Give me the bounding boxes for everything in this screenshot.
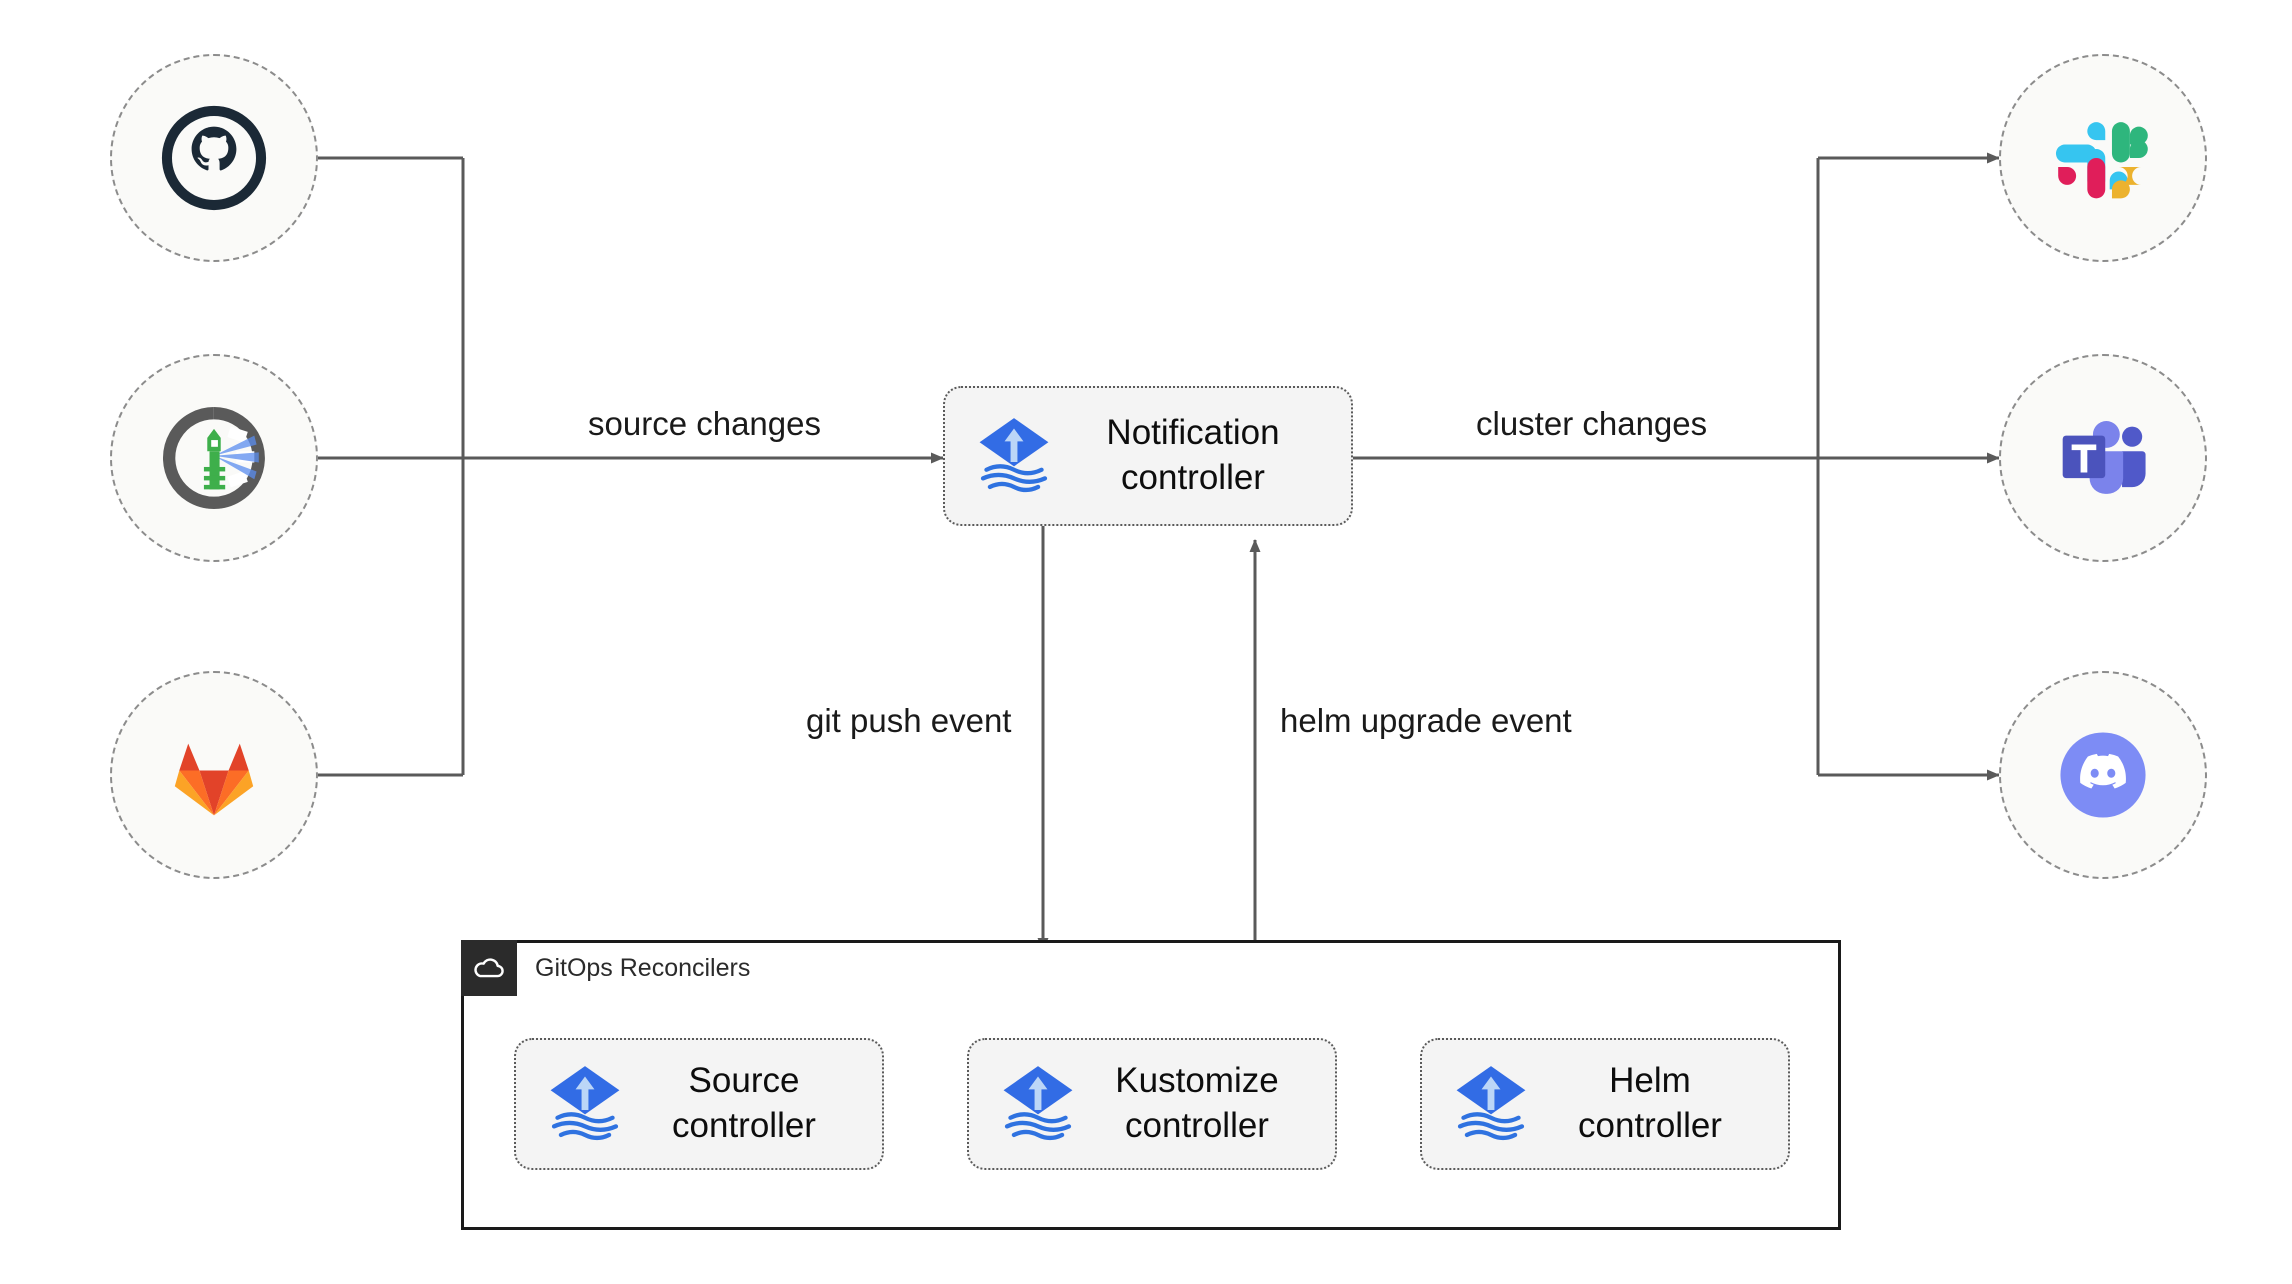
destination-node-ms-teams[interactable] — [1999, 354, 2207, 562]
flux-icon — [1456, 1066, 1526, 1141]
edge-label-git-push-event: git push event — [796, 700, 1022, 742]
notification-controller-node[interactable]: Notification controller — [943, 386, 1353, 526]
source-node-gitlab[interactable] — [110, 671, 318, 879]
kustomize-controller-node[interactable]: Kustomize controller — [967, 1038, 1337, 1170]
edge-label-helm-upgrade-event: helm upgrade event — [1270, 700, 1582, 742]
cloud-icon — [474, 958, 504, 978]
slack-icon — [2055, 122, 2148, 199]
destination-node-discord[interactable] — [1999, 671, 2207, 879]
source-node-github[interactable] — [110, 54, 318, 262]
edge-label-source-changes: source changes — [578, 403, 831, 445]
kustomize-controller-label: Kustomize controller — [1115, 1061, 1279, 1145]
discord-icon — [2060, 732, 2146, 818]
source-controller-label: Source controller — [672, 1061, 816, 1145]
gitops-reconcilers-header: GitOps Reconcilers — [461, 940, 750, 996]
gitlab-icon — [174, 743, 254, 816]
flux-icon — [550, 1066, 620, 1141]
source-node-lighthouse[interactable] — [110, 354, 318, 562]
github-icon — [161, 105, 267, 211]
lighthouse-icon — [163, 407, 265, 509]
destination-node-slack[interactable] — [1999, 54, 2207, 262]
ms-teams-icon — [2062, 421, 2146, 494]
notification-controller-label: Notification controller — [1106, 413, 1280, 497]
helm-controller-label: Helm controller — [1578, 1061, 1722, 1145]
gitops-reconcilers-title: GitOps Reconcilers — [535, 953, 751, 982]
source-controller-node[interactable]: Source controller — [514, 1038, 884, 1170]
cloud-icon-chip — [461, 940, 517, 996]
flux-icon — [979, 418, 1049, 493]
helm-controller-node[interactable]: Helm controller — [1420, 1038, 1790, 1170]
flux-icon — [1003, 1066, 1073, 1141]
edge-label-cluster-changes: cluster changes — [1466, 403, 1718, 445]
